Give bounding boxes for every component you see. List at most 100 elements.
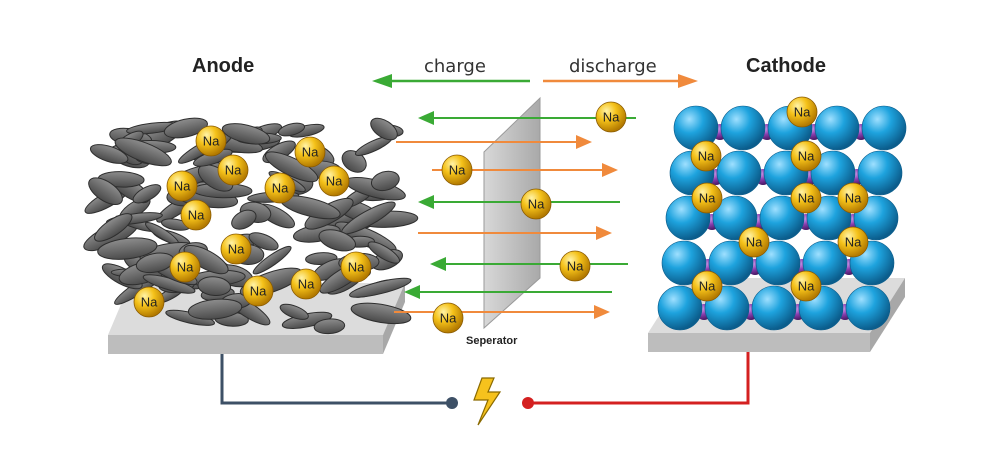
sodium-ion: Na <box>691 182 723 214</box>
sodium-ion: Na <box>790 270 822 302</box>
cathode-sphere <box>814 105 860 151</box>
sodium-ion: Na <box>790 182 822 214</box>
cathode-terminal-dot <box>522 397 534 409</box>
sodium-ion: Na <box>166 170 198 202</box>
carbon-flake <box>370 170 400 192</box>
carbon-flake <box>89 144 129 164</box>
carbon-flake <box>183 245 229 275</box>
carbon-flake <box>350 302 412 325</box>
sodium-ion: Na <box>169 251 201 283</box>
cathode-sphere <box>751 285 797 331</box>
sodium-ion: Na <box>242 275 274 307</box>
sodium-ion-label: Na <box>203 134 220 149</box>
sodium-ion-label: Na <box>845 191 862 206</box>
sodium-ion-label: Na <box>272 181 289 196</box>
sodium-ion-label: Na <box>798 191 815 206</box>
discharge-arrow <box>543 74 698 88</box>
sodium-ion-label: Na <box>798 149 815 164</box>
anode-title: Anode <box>192 55 254 77</box>
sodium-ion: Na <box>220 233 252 265</box>
sodium-ion: Na <box>738 226 770 258</box>
sodium-ion-label: Na <box>699 279 716 294</box>
sodium-ion-label: Na <box>528 197 545 212</box>
sodium-ion: Na <box>595 101 627 133</box>
cathode-crystal-lattice <box>657 105 907 331</box>
sodium-ion: Na <box>691 270 723 302</box>
sodium-ion-label: Na <box>326 174 343 189</box>
carbon-flake <box>370 117 398 141</box>
discharge-flow-arrow <box>394 305 610 319</box>
sodium-ion-label: Na <box>746 235 763 250</box>
sodium-ion: Na <box>133 286 165 318</box>
sodium-ion-label: Na <box>794 105 811 120</box>
sodium-ion-label: Na <box>698 149 715 164</box>
anode-terminal-dot <box>446 397 458 409</box>
carbon-flake <box>187 298 243 320</box>
sodium-ion: Na <box>264 172 296 204</box>
sodium-ion-label: Na <box>603 110 620 125</box>
carbon-flake <box>163 117 208 139</box>
carbon-flake <box>94 213 133 242</box>
discharge-label: discharge <box>569 56 657 77</box>
carbon-flake <box>248 232 279 251</box>
sodium-ion: Na <box>786 96 818 128</box>
carbon-flake <box>279 303 309 320</box>
sodium-ion: Na <box>318 165 350 197</box>
sodium-ion-label: Na <box>449 163 466 178</box>
sodium-ion: Na <box>294 136 326 168</box>
external-circuit <box>220 352 750 409</box>
lightning-bolt-icon <box>473 377 502 426</box>
cathode-title: Cathode <box>746 55 826 77</box>
sodium-ion-label: Na <box>845 235 862 250</box>
carbon-flake <box>278 122 306 137</box>
carbon-flake <box>231 209 257 230</box>
sodium-ion: Na <box>290 268 322 300</box>
sodium-ion: Na <box>837 182 869 214</box>
sodium-ion: Na <box>559 250 591 282</box>
charge-flow-arrow <box>404 285 612 299</box>
sodium-ion-label: Na <box>298 277 315 292</box>
sodium-ion: Na <box>441 154 473 186</box>
carbon-flake <box>367 241 400 264</box>
sodium-ion-label: Na <box>177 260 194 275</box>
sodium-ion-label: Na <box>798 279 815 294</box>
sodium-ion: Na <box>690 140 722 172</box>
cathode-sphere <box>720 105 766 151</box>
sodium-ion: Na <box>837 226 869 258</box>
discharge-flow-arrow <box>418 226 612 240</box>
sodium-ion: Na <box>340 251 372 283</box>
carbon-flake <box>114 137 172 167</box>
cathode-sphere <box>759 195 805 241</box>
cathode-sphere <box>810 150 856 196</box>
cathode-sphere <box>661 240 707 286</box>
carbon-flake <box>318 229 356 252</box>
sodium-ion-label: Na <box>440 311 457 326</box>
separator-membrane <box>483 96 541 330</box>
sodium-ion-label: Na <box>141 295 158 310</box>
sodium-ion: Na <box>520 188 552 220</box>
carbon-flake <box>88 177 123 206</box>
sodium-ion-label: Na <box>302 145 319 160</box>
sodium-ion-label: Na <box>174 179 191 194</box>
charge-arrow <box>372 74 530 88</box>
carbon-flake <box>197 276 232 297</box>
sodium-ion-label: Na <box>567 259 584 274</box>
sodium-ion-label: Na <box>348 260 365 275</box>
charge-label: charge <box>424 56 486 77</box>
sodium-ion-label: Na <box>225 163 242 178</box>
sodium-ion-label: Na <box>250 284 267 299</box>
sodium-ion: Na <box>217 154 249 186</box>
carbon-flake <box>132 184 162 204</box>
cathode-sphere <box>657 285 703 331</box>
sodium-ion: Na <box>180 199 212 231</box>
sodium-ion: Na <box>195 125 227 157</box>
carbon-flake <box>349 277 412 298</box>
sodium-ion-label: Na <box>699 191 716 206</box>
discharge-flow-arrow <box>396 135 592 149</box>
cathode-sphere <box>857 150 903 196</box>
sodium-ion-label: Na <box>188 208 205 223</box>
separator-label: Seperator <box>466 335 518 347</box>
carbon-flake <box>97 237 158 260</box>
